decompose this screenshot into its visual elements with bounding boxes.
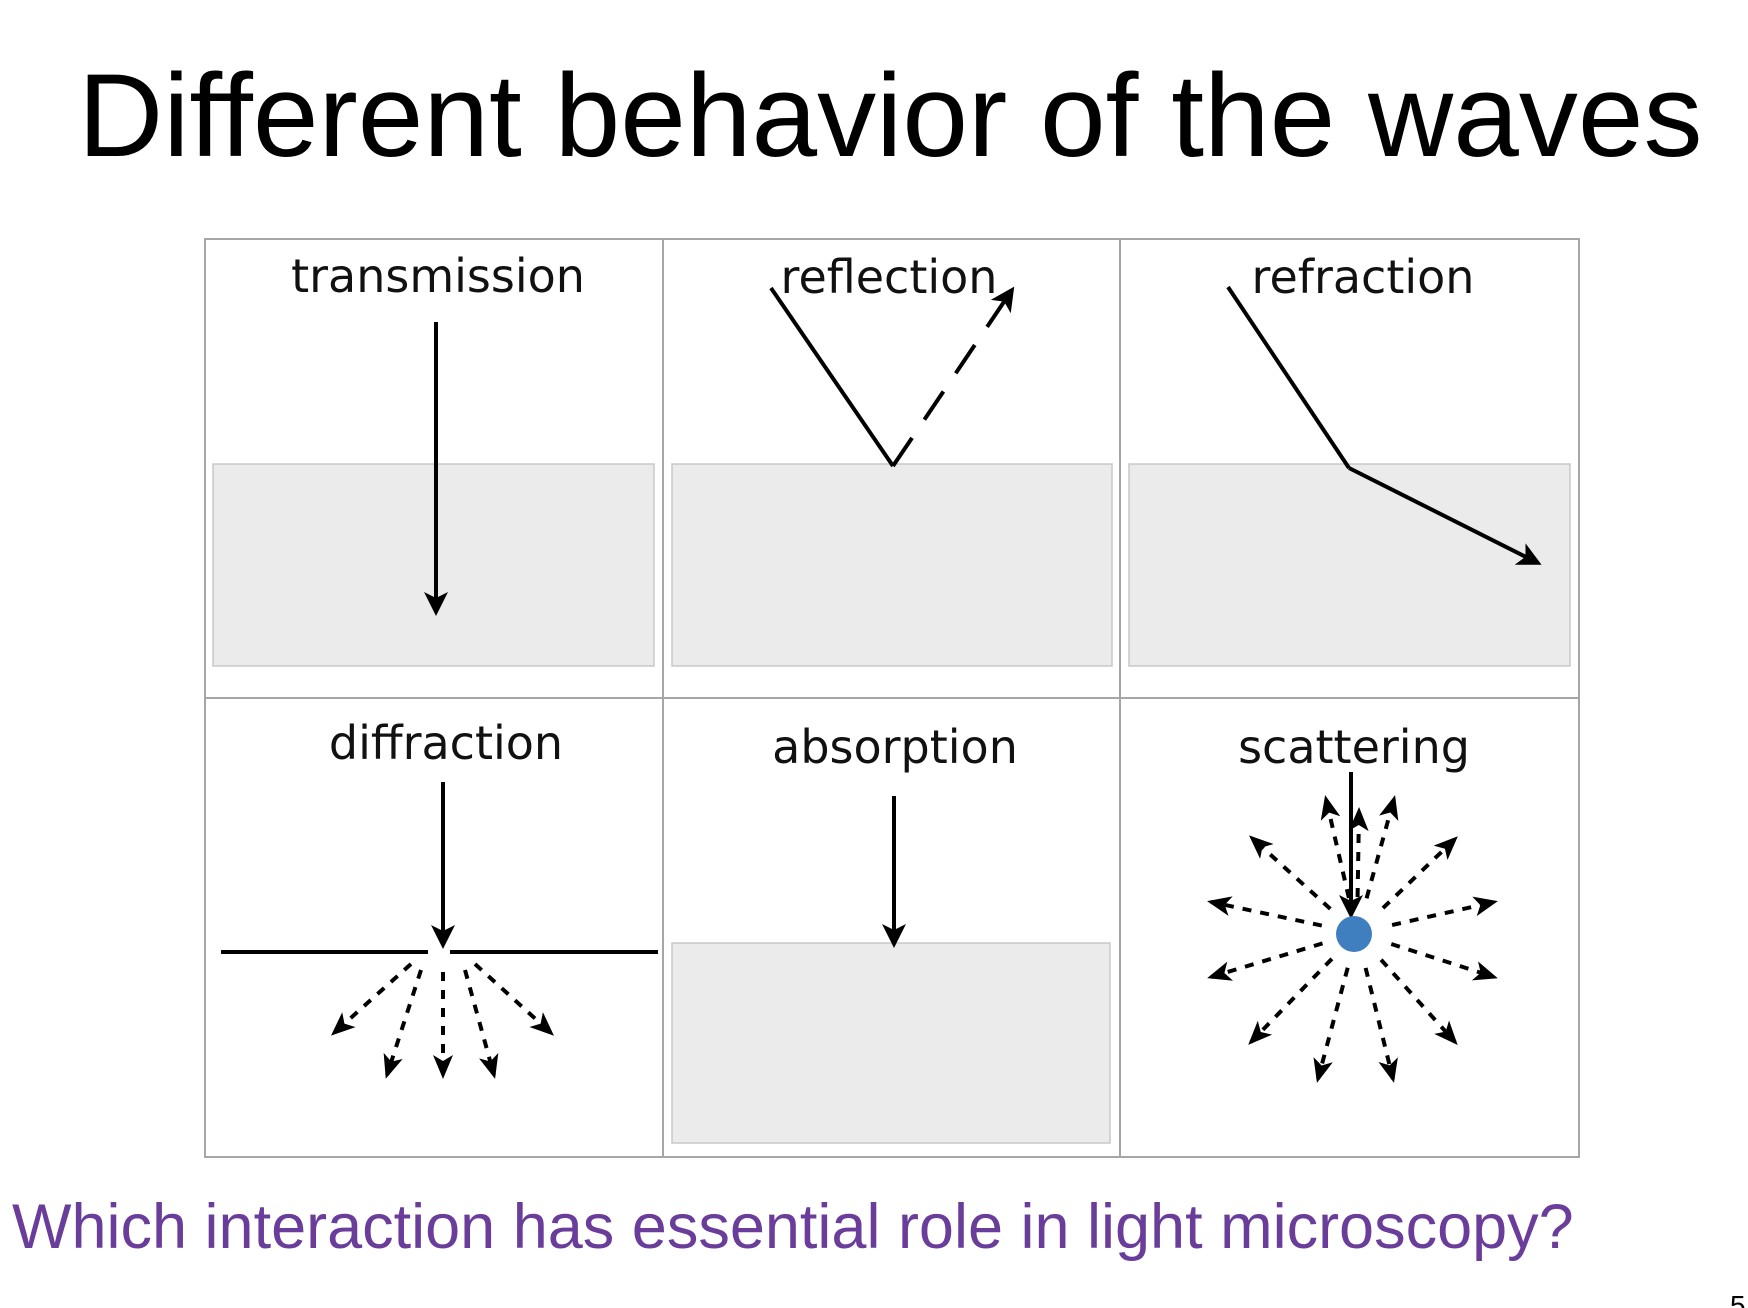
- question-text: Which interaction has essential role in …: [12, 1192, 1574, 1262]
- scattering-particle-dot: [1336, 916, 1372, 952]
- refraction-incident-ray: [1226, 285, 1351, 470]
- diffraction-rays: [221, 782, 658, 1079]
- label-scattering: scattering: [1238, 720, 1470, 774]
- medium-reflection: [671, 463, 1113, 667]
- medium-transmission: [212, 463, 655, 667]
- refraction-rays: [1226, 285, 1542, 565]
- panel-labels: transmission reflection refraction diffr…: [291, 249, 1474, 774]
- medium-refraction: [1128, 463, 1571, 667]
- diffracted-ray-2: [383, 969, 423, 1079]
- page-number: 5: [1730, 1290, 1746, 1308]
- reflection-incident-ray: [769, 286, 895, 468]
- label-diffraction: diffraction: [329, 716, 563, 770]
- label-absorption: absorption: [772, 720, 1018, 774]
- diffracted-ray-5: [473, 962, 554, 1036]
- scattering-rays: [1207, 772, 1498, 1083]
- reflection-reflected-ray: [891, 286, 1015, 468]
- diffraction-diffracted-rays: [331, 962, 554, 1079]
- diffracted-ray-4: [463, 969, 499, 1079]
- panel-grid: [204, 238, 1580, 1158]
- diffracted-ray-1: [331, 962, 413, 1036]
- refraction-refracted-ray: [1348, 466, 1542, 565]
- medium-blocks: [212, 463, 1571, 1144]
- label-refraction: refraction: [1252, 250, 1475, 304]
- reflection-rays: [769, 286, 1015, 468]
- slide-title: Different behavior of the waves: [78, 50, 1703, 182]
- medium-absorption: [671, 942, 1111, 1144]
- label-reflection: reflection: [781, 250, 998, 304]
- label-transmission: transmission: [291, 249, 585, 303]
